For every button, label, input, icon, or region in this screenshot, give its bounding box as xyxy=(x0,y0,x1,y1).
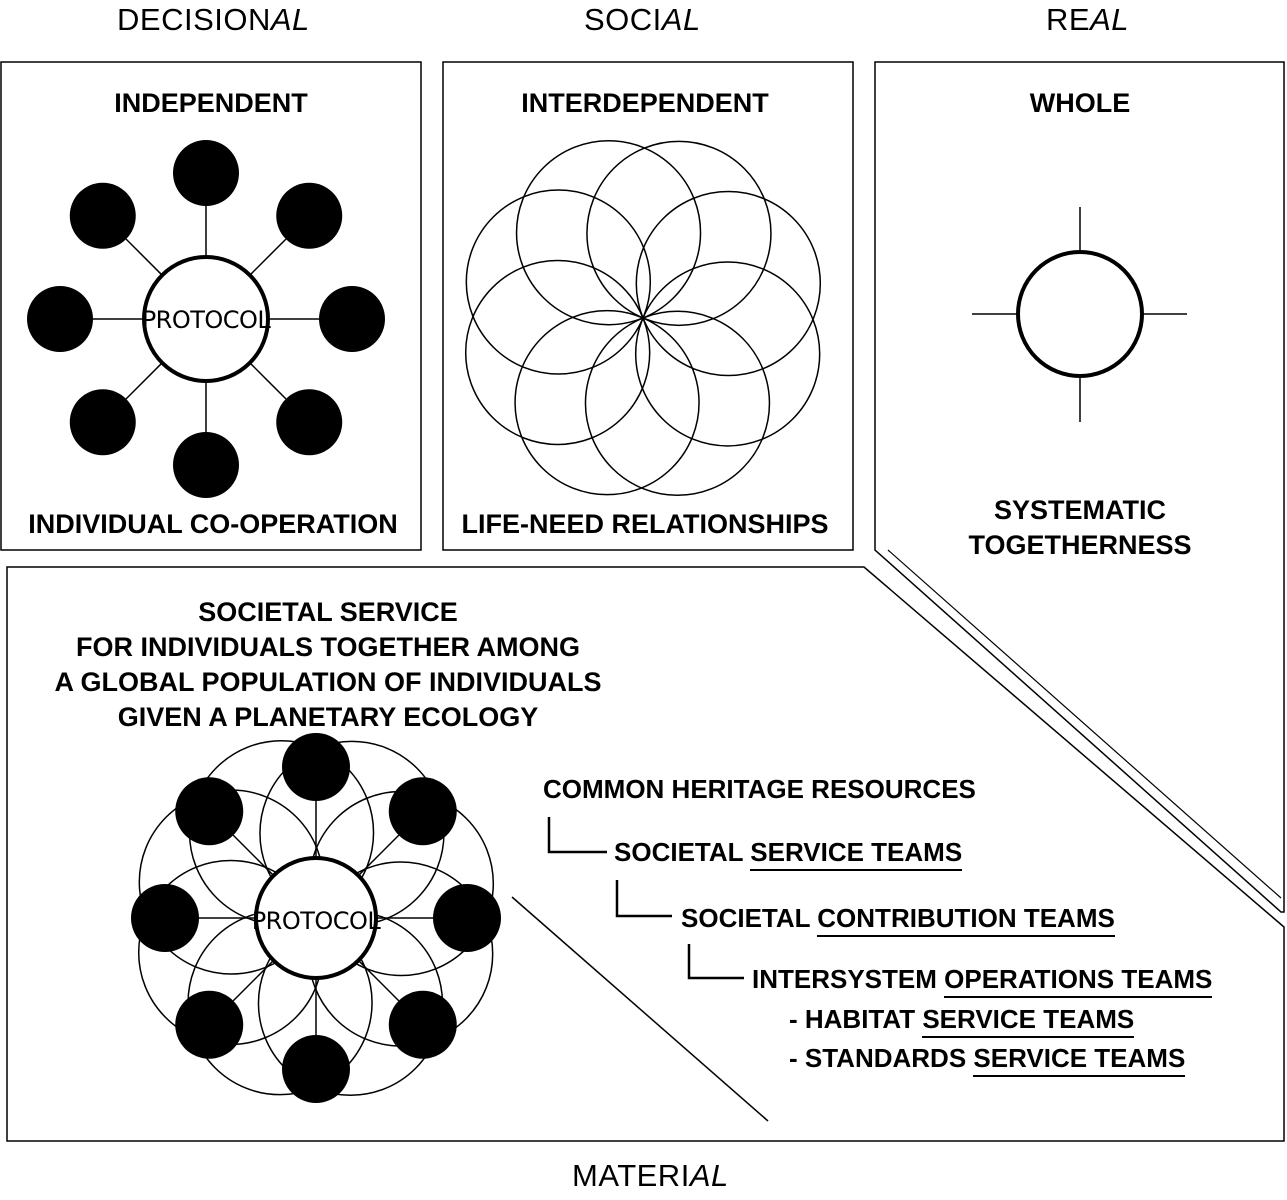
tree-level2-prefix: SOCIETAL xyxy=(681,903,818,933)
social-rosette-diagram xyxy=(464,139,822,497)
heading-material-italic: AL xyxy=(689,1158,729,1193)
decisional-individual-node xyxy=(27,286,93,352)
material-individual-node xyxy=(433,884,501,952)
heading-material-main: MATERI xyxy=(572,1158,690,1193)
tree-sub1: - HABITAT SERVICE TEAMS xyxy=(789,1004,1135,1038)
material-spoke xyxy=(232,959,275,1002)
whole-circle-symbol xyxy=(972,207,1187,422)
material-individual-node xyxy=(175,990,244,1059)
heading-decisional-italic: AL xyxy=(270,2,310,37)
social-panel-frame xyxy=(442,61,854,551)
tree-level1-prefix: SOCIETAL xyxy=(614,837,751,867)
tree-level1: SOCIETAL SERVICE TEAMS xyxy=(614,837,963,871)
heading-real-italic: AL xyxy=(1090,2,1129,37)
decisional-individual-node xyxy=(276,389,343,456)
tree-level2-underlined: CONTRIBUTION TEAMS xyxy=(817,903,1115,937)
material-divider-line xyxy=(511,896,769,1122)
heading-social: SOCIAL xyxy=(584,2,701,38)
material-individual-node xyxy=(388,990,457,1059)
heading-real: REAL xyxy=(1046,2,1129,38)
social-relationship-circle xyxy=(586,140,772,327)
decisional-spoke xyxy=(125,362,163,400)
heading-material: MATERIAL xyxy=(572,1158,729,1194)
tree-level3: INTERSYSTEM OPERATIONS TEAMS xyxy=(752,964,1213,998)
decisional-protocol-hub xyxy=(142,255,270,383)
tree-level3-prefix: INTERSYSTEM xyxy=(752,964,945,994)
heading-social-main: SOCI xyxy=(584,2,662,37)
tree-sub1-underlined: SERVICE TEAMS xyxy=(922,1004,1135,1038)
whole-circle xyxy=(1016,250,1144,378)
material-protocol-hub xyxy=(254,856,378,980)
material-protocol-label: PROTOCOL xyxy=(251,907,381,935)
heading-decisional: DECISIONAL xyxy=(117,2,310,38)
material-spoke xyxy=(357,834,400,877)
material-individual-node xyxy=(131,884,199,952)
decisional-spoke xyxy=(249,362,287,400)
decisional-individual-node xyxy=(173,140,239,206)
material-individual-node xyxy=(282,733,350,801)
material-individual-node xyxy=(175,777,244,846)
material-description-line2: FOR INDIVIDUALS TOGETHER AMONG xyxy=(75,632,581,662)
decisional-spoke xyxy=(249,238,287,276)
tree-level2: SOCIETAL CONTRIBUTION TEAMS xyxy=(681,903,1115,937)
decisional-protocol-label: PROTOCOL xyxy=(141,306,271,334)
social-caption: LIFE-NEED RELATIONSHIPS xyxy=(461,509,829,539)
decisional-individual-node xyxy=(173,432,239,498)
social-relationship-circle xyxy=(464,259,651,446)
social-relationship-circle xyxy=(465,189,652,375)
decisional-individual-node xyxy=(276,182,343,249)
real-panel-frame xyxy=(874,61,1285,913)
tree-sub2-underlined: SERVICE TEAMS xyxy=(973,1043,1186,1077)
material-individual-node xyxy=(282,1035,350,1103)
tree-connector-1 xyxy=(547,817,607,854)
material-individual-node xyxy=(388,777,457,846)
real-panel-inner-edge xyxy=(887,549,1282,899)
social-relationship-circle xyxy=(515,139,702,326)
material-spoke xyxy=(357,959,400,1002)
social-relationship-circle xyxy=(635,190,822,377)
material-description-line3: A GLOBAL POPULATION OF INDIVIDUALS xyxy=(54,667,602,697)
decisional-individual-node xyxy=(69,389,136,456)
real-caption-line2: TOGETHERNESS xyxy=(968,530,1192,560)
decisional-individual-node xyxy=(69,182,136,249)
decisional-hub-diagram xyxy=(27,140,385,498)
social-relationship-circle xyxy=(514,309,700,496)
tree-level3-underlined: OPERATIONS TEAMS xyxy=(944,964,1213,998)
material-spoke xyxy=(232,834,275,877)
real-title: WHOLE xyxy=(1029,88,1131,118)
tree-connector-2 xyxy=(615,880,672,918)
tree-root: COMMON HERITAGE RESOURCES xyxy=(543,774,976,804)
decisional-panel-frame xyxy=(0,61,422,551)
tree-connector-3 xyxy=(687,944,744,980)
decisional-title: INDEPENDENT xyxy=(114,88,308,118)
real-caption-line1: SYSTEMATIC xyxy=(993,495,1167,525)
tree-sub2-prefix: - STANDARDS xyxy=(789,1043,974,1073)
tree-level1-underlined: SERVICE TEAMS xyxy=(750,837,963,871)
material-description-line1: SOCIETAL SERVICE xyxy=(198,597,458,627)
heading-decisional-main: DECISION xyxy=(117,2,271,37)
decisional-caption: INDIVIDUAL CO-OPERATION xyxy=(28,509,398,539)
tree-sub1-prefix: - HABITAT xyxy=(789,1004,923,1034)
decisional-individual-node xyxy=(319,286,385,352)
material-panel-frame xyxy=(6,566,1285,1142)
social-title: INTERDEPENDENT xyxy=(521,88,769,118)
heading-real-main: RE xyxy=(1046,2,1091,37)
social-relationship-circle xyxy=(584,310,771,497)
material-combined-diagram xyxy=(131,733,501,1103)
social-relationship-circle xyxy=(634,261,821,447)
tree-sub2: - STANDARDS SERVICE TEAMS xyxy=(789,1043,1186,1077)
heading-social-italic: AL xyxy=(661,2,701,37)
decisional-spoke xyxy=(125,238,163,276)
material-description-line4: GIVEN A PLANETARY ECOLOGY xyxy=(117,702,539,732)
